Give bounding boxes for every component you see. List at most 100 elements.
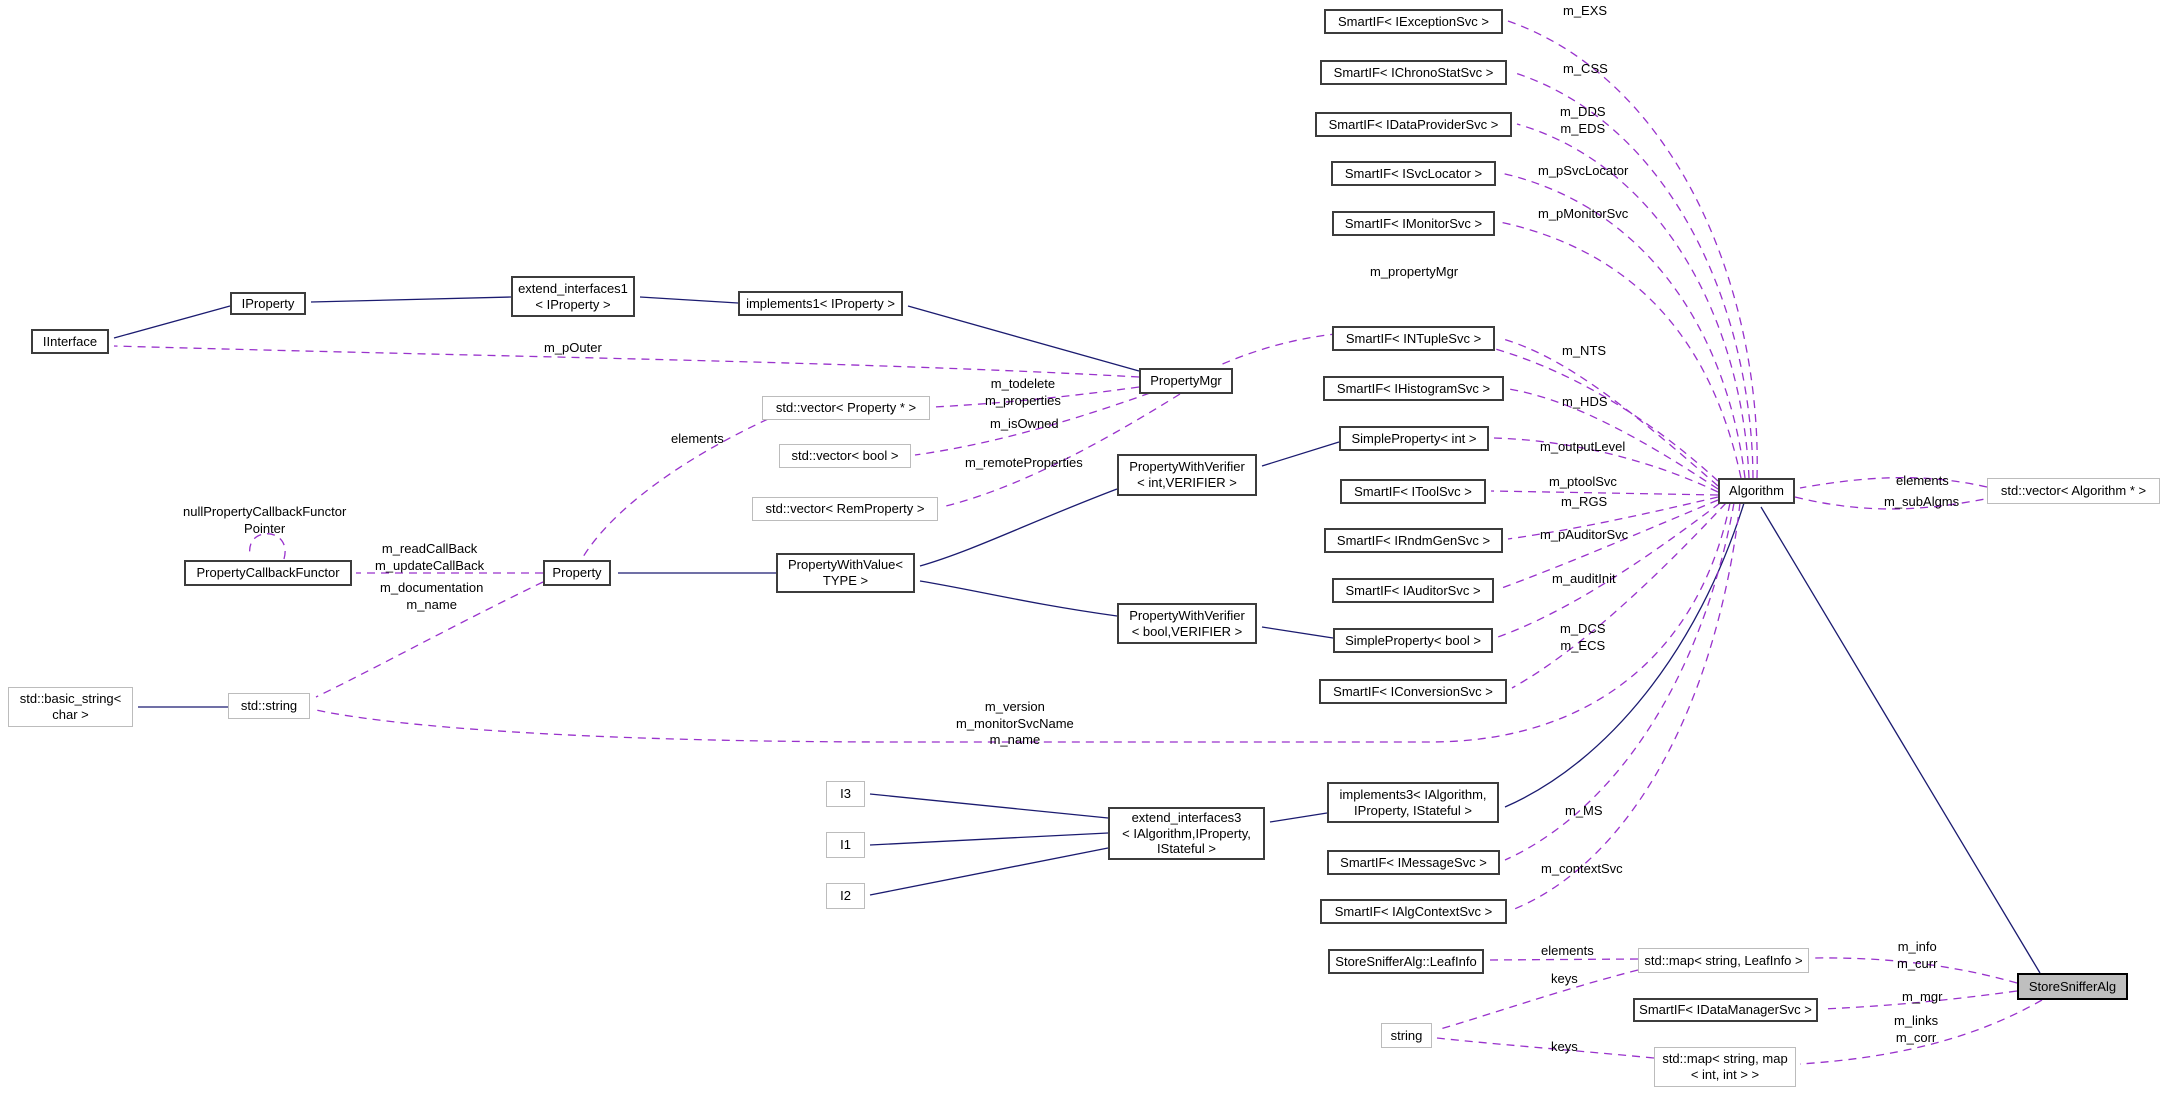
- edge-iproperty-iinterface: [113, 305, 231, 339]
- edge-m-psvclocator: [1500, 172, 1746, 479]
- edge-pwvint-pwvalue: [919, 488, 1118, 567]
- node-smartif-monitorsvc[interactable]: SmartIF< IMonitorSvc >: [1332, 211, 1495, 236]
- edge-label-m-dds-eds: m_DDS m_EDS: [1560, 104, 1606, 136]
- edge-elements-vecprop: [582, 418, 769, 558]
- edge-ext1-iproperty: [310, 296, 512, 303]
- node-extend-interfaces1[interactable]: extend_interfaces1 < IProperty >: [511, 276, 635, 317]
- edge-label-keys-lower: keys: [1551, 1039, 1578, 1054]
- edge-keys-upper: [1436, 969, 1639, 1031]
- edge-m-isowned: [914, 392, 1151, 456]
- node-vector-algorithm: std::vector< Algorithm * >: [1987, 478, 2160, 504]
- edge-label-m-dcs-ecs: m_DCS m_ECS: [1560, 621, 1606, 653]
- node-extend-interfaces3[interactable]: extend_interfaces3 < IAlgorithm,IPropert…: [1108, 807, 1265, 860]
- edge-pwvbool-pwvalue: [919, 580, 1118, 617]
- node-vector-remproperty: std::vector< RemProperty >: [752, 497, 938, 521]
- edge-elements-leafinfo: [1488, 958, 1639, 961]
- node-algorithm[interactable]: Algorithm: [1718, 478, 1795, 504]
- node-pwv-int[interactable]: PropertyWithVerifier < int,VERIFIER >: [1117, 454, 1257, 496]
- node-property[interactable]: Property: [543, 560, 611, 586]
- node-smartif-svclocator[interactable]: SmartIF< ISvcLocator >: [1331, 161, 1496, 186]
- node-smartif-messagesvc[interactable]: SmartIF< IMessageSvc >: [1327, 850, 1500, 875]
- node-smartif-auditorsvc[interactable]: SmartIF< IAuditorSvc >: [1332, 578, 1494, 603]
- edge-m-mgr: [1821, 990, 2018, 1010]
- edge-label-m-pmonitorsvc: m_pMonitorSvc: [1538, 206, 1629, 221]
- edge-label-m-auditinit: m_auditInit: [1552, 571, 1616, 586]
- edge-label-m-psvclocator: m_pSvcLocator: [1538, 163, 1629, 178]
- edge-label-m-links-corr: m_links m_corr: [1894, 1013, 1939, 1045]
- node-smartif-conversionsvc[interactable]: SmartIF< IConversionSvc >: [1319, 679, 1507, 704]
- edge-keys-lower: [1436, 1037, 1655, 1059]
- node-pwv-bool[interactable]: PropertyWithVerifier < bool,VERIFIER >: [1117, 603, 1257, 644]
- edge-label-m-pouter: m_pOuter: [544, 340, 602, 355]
- edge-ext3-i1: [869, 832, 1109, 846]
- edge-label-m-pauditorsvc: m_pAuditorSvc: [1540, 527, 1629, 542]
- edge-label-m-propertymgr: m_propertyMgr: [1370, 264, 1459, 279]
- edge-propertymgr-impl1: [907, 305, 1140, 372]
- node-smartif-exceptionsvc[interactable]: SmartIF< IExceptionSvc >: [1324, 9, 1503, 34]
- node-simpleproperty-int[interactable]: SimpleProperty< int >: [1339, 426, 1489, 451]
- node-smartif-ntuplesvc[interactable]: SmartIF< INTupleSvc >: [1332, 326, 1495, 351]
- node-smartif-toolsvc[interactable]: SmartIF< IToolSvc >: [1340, 479, 1486, 504]
- node-smartif-rndmgensvc[interactable]: SmartIF< IRndmGenSvc >: [1324, 528, 1503, 553]
- edge-label-m-mgr: m_mgr: [1902, 989, 1943, 1004]
- node-storesnifferalg-leafinfo[interactable]: StoreSnifferAlg::LeafInfo: [1328, 949, 1484, 974]
- node-simpleproperty-bool[interactable]: SimpleProperty< bool >: [1333, 628, 1493, 653]
- edge-spbool-pwvbool: [1261, 626, 1334, 639]
- edge-label-elements-right: elements: [1896, 473, 1949, 488]
- edge-elements-vecalg: [1799, 476, 1988, 489]
- edge-m-propertymgr: [1217, 330, 1719, 482]
- edge-label-m-css: m_CSS: [1563, 61, 1608, 76]
- edge-label-m-ptoolsvc: m_ptoolSvc: [1549, 474, 1617, 489]
- node-propertymgr[interactable]: PropertyMgr: [1139, 368, 1233, 394]
- node-smartif-dataprovidersvc[interactable]: SmartIF< IDataProviderSvc >: [1315, 112, 1512, 137]
- node-implements3[interactable]: implements3< IAlgorithm, IProperty, ISta…: [1327, 782, 1499, 823]
- edge-impl1-ext1: [639, 296, 739, 304]
- edge-label-m-documentation-name: m_documentation m_name: [380, 580, 484, 612]
- node-iproperty[interactable]: IProperty: [230, 292, 306, 315]
- edge-algorithm-impl3: [1504, 502, 1745, 808]
- node-pwvalue[interactable]: PropertyWithValue< TYPE >: [776, 553, 915, 593]
- edge-spint-pwvint: [1261, 441, 1340, 467]
- edge-m-contextsvc: [1511, 502, 1741, 911]
- edge-label-elements-left: elements: [671, 431, 724, 446]
- node-i1: I1: [826, 832, 865, 858]
- edge-storesnifferalg-algorithm: [1760, 506, 2041, 974]
- edge-label-m-ms: m_MS: [1565, 803, 1603, 818]
- node-iinterface[interactable]: IInterface: [31, 329, 109, 354]
- edge-m-auditinit: [1497, 502, 1721, 638]
- node-storesnifferalg: StoreSnifferAlg: [2017, 973, 2128, 1000]
- node-basic-string: std::basic_string< char >: [8, 687, 133, 727]
- edge-ext3-i3: [869, 793, 1109, 819]
- edge-label-null-pcf-pointer: nullPropertyCallbackFunctor Pointer: [183, 504, 347, 536]
- edge-m-rgs: [1507, 496, 1719, 540]
- edge-label-keys-upper: keys: [1551, 971, 1578, 986]
- node-smartif-histogramsvc[interactable]: SmartIF< IHistogramSvc >: [1323, 376, 1504, 401]
- node-vector-property: std::vector< Property * >: [762, 396, 930, 420]
- edge-m-nts: [1499, 337, 1719, 487]
- node-property-callback-functor[interactable]: PropertyCallbackFunctor: [184, 560, 352, 586]
- edge-m-hds: [1508, 388, 1719, 490]
- edge-label-m-outputlevel: m_outputLevel: [1540, 439, 1626, 454]
- node-i3: I3: [826, 781, 865, 807]
- edge-m-info-curr: [1812, 957, 2018, 984]
- node-smartif-algcontextsvc[interactable]: SmartIF< IAlgContextSvc >: [1320, 899, 1507, 924]
- edge-m-documentation: [315, 581, 544, 698]
- edge-label-m-hds: m_HDS: [1562, 394, 1608, 409]
- edge-label-m-isowned: m_isOwned: [990, 416, 1059, 431]
- edge-label-m-info-curr: m_info m_curr: [1897, 939, 1938, 971]
- edge-m-css: [1511, 71, 1754, 479]
- edge-m-remoteproperties: [941, 393, 1181, 508]
- edge-label-m-nts: m_NTS: [1562, 343, 1607, 358]
- edge-label-m-exs: m_EXS: [1563, 3, 1608, 18]
- node-vector-bool: std::vector< bool >: [779, 444, 911, 468]
- node-map-string-map-int-int: std::map< string, map < int, int > >: [1654, 1047, 1796, 1087]
- node-smartif-datamanagersvc[interactable]: SmartIF< IDataManagerSvc >: [1633, 998, 1818, 1022]
- edge-ext3-i2: [869, 847, 1109, 896]
- node-smartif-chronostatsvc[interactable]: SmartIF< IChronoStatSvc >: [1320, 60, 1507, 85]
- edge-label-m-todelete-properties: m_todelete m_properties: [985, 376, 1061, 408]
- node-map-string-leafinfo: std::map< string, LeafInfo >: [1638, 948, 1809, 973]
- node-implements1[interactable]: implements1< IProperty >: [738, 291, 903, 316]
- edge-impl3-ext3: [1269, 812, 1328, 823]
